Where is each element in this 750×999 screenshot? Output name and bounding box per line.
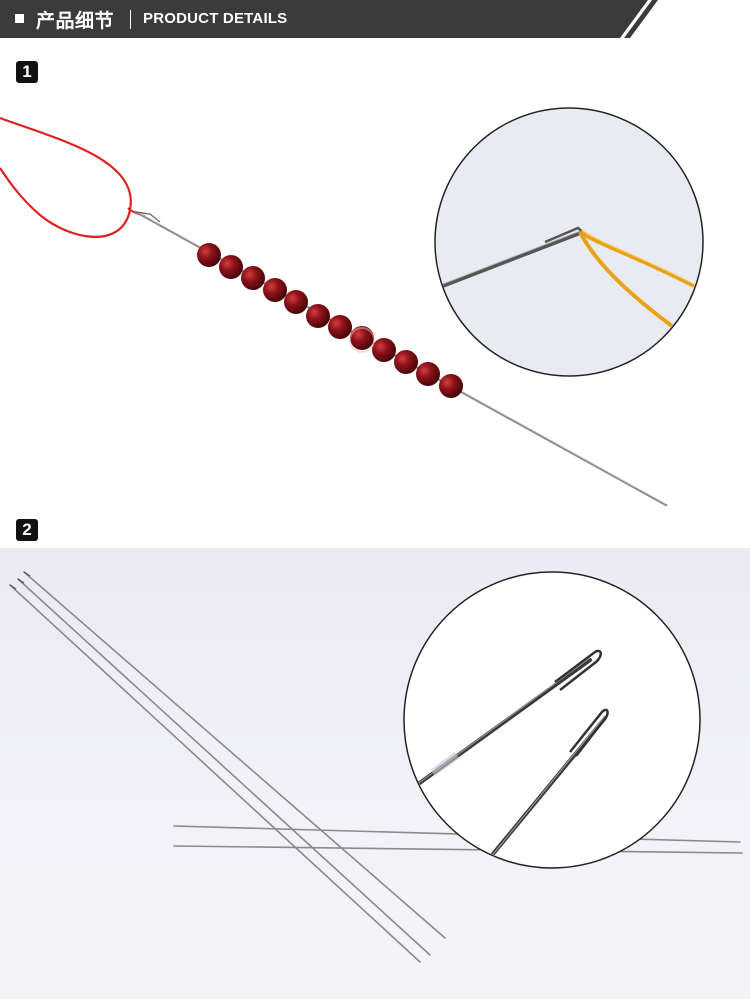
zoom-detail-needle-eyes: [403, 571, 701, 869]
red-thread: [0, 116, 132, 238]
product-photo-needle-set: [0, 548, 750, 999]
red-beads: [197, 243, 463, 398]
section-number-badge: 2: [16, 519, 38, 541]
section-header: 产品细节 PRODUCT DETAILS: [0, 0, 750, 38]
square-bullet-icon: [15, 14, 24, 23]
header-title-chinese: 产品细节: [36, 10, 115, 32]
product-photo-needle-with-beads: [0, 90, 750, 520]
header-divider: [130, 10, 131, 29]
header-slash-decoration: [620, 0, 750, 38]
section-number-badge: 1: [16, 61, 38, 83]
zoom-detail-needle-eye: [434, 107, 704, 377]
header-title-english: PRODUCT DETAILS: [143, 10, 288, 27]
diagonal-needles: [9, 571, 446, 963]
watermark-mark: [349, 327, 375, 353]
